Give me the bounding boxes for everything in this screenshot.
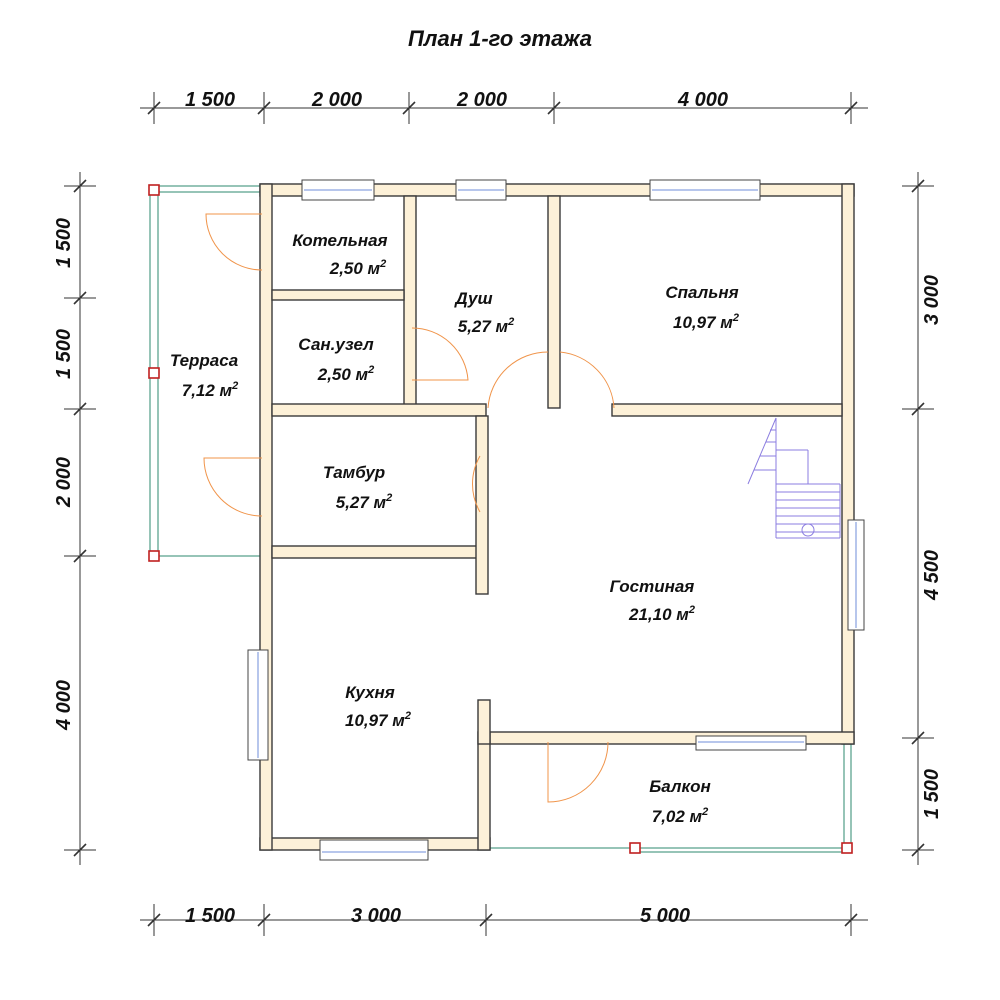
dim-left-2: 1 500	[53, 329, 75, 379]
staircase	[747, 417, 841, 539]
room-labels: Котельная 2,50 м2 Душ 5,27 м2 Спальня 10…	[170, 231, 739, 826]
room-area-vestibule: 5,27 м2	[336, 492, 393, 512]
room-name-bathroom: Сан.узел	[298, 335, 374, 354]
dim-top-3: 2 000	[456, 89, 507, 111]
room-area-shower: 5,27 м2	[458, 316, 515, 336]
room-name-shower: Душ	[453, 289, 492, 308]
dim-left-3: 2 000	[53, 457, 75, 508]
room-name-boiler: Котельная	[292, 231, 387, 250]
posts	[148, 184, 853, 854]
dim-bottom-1: 1 500	[185, 905, 235, 927]
doors	[203, 213, 615, 803]
post-terrace-top	[148, 184, 160, 196]
room-name-vestibule: Тамбур	[323, 463, 385, 482]
room-area-bedroom: 10,97 м2	[673, 312, 739, 332]
dimension-labels: 1 500 2 000 2 000 4 000 1 500 3 000 5 00…	[53, 89, 943, 927]
dim-left-1: 1 500	[53, 218, 75, 268]
room-name-living: Гостиная	[610, 577, 695, 596]
windows	[247, 179, 865, 861]
dim-top-4: 4 000	[677, 89, 728, 111]
post-terrace-bottom	[148, 550, 160, 562]
dim-right-1: 3 000	[921, 275, 943, 325]
room-name-balcony: Балкон	[649, 777, 711, 796]
post-terrace-mid	[148, 367, 160, 379]
dim-top-1: 1 500	[185, 89, 235, 111]
room-area-boiler: 2,50 м2	[329, 258, 387, 278]
room-area-bathroom: 2,50 м2	[317, 364, 375, 384]
plan-title: План 1-го этажа	[408, 26, 592, 51]
dim-bottom-3: 5 000	[640, 905, 690, 927]
dim-left-4: 4 000	[53, 680, 75, 731]
dim-bottom-2: 3 000	[351, 905, 401, 927]
room-area-kitchen: 10,97 м2	[345, 710, 411, 730]
room-area-balcony: 7,02 м2	[652, 806, 709, 826]
room-name-kitchen: Кухня	[345, 683, 395, 702]
post-balcony-corner	[841, 842, 853, 854]
room-name-terrace: Терраса	[170, 351, 238, 370]
room-name-bedroom: Спальня	[665, 283, 738, 302]
room-area-terrace: 7,12 м2	[182, 380, 239, 400]
post-balcony-mid	[629, 842, 641, 854]
dim-right-3: 1 500	[921, 769, 943, 819]
room-area-living: 21,10 м2	[628, 604, 695, 624]
dim-top-2: 2 000	[311, 89, 362, 111]
dim-right-2: 4 500	[921, 550, 943, 601]
dimension-lines	[64, 92, 934, 936]
